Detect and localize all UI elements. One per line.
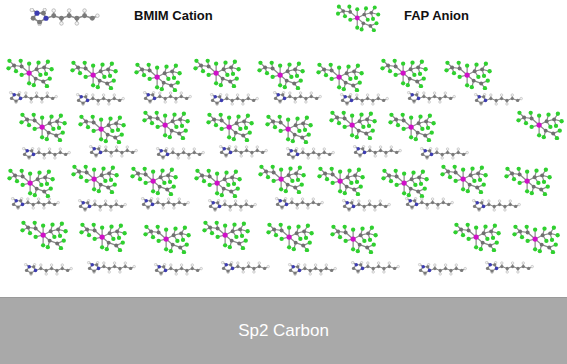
anion-molecule xyxy=(71,165,118,195)
anion-molecule xyxy=(381,169,428,199)
anion-molecule xyxy=(258,165,305,195)
substrate-band: Sp2 Carbon xyxy=(0,297,567,364)
anion-molecule xyxy=(134,63,181,93)
legend-label: BMIM Cation xyxy=(134,8,213,23)
anion-molecule xyxy=(257,61,304,91)
anion-molecule xyxy=(330,225,377,255)
cation-molecule xyxy=(340,93,388,105)
anion-molecule xyxy=(206,113,253,143)
anion-molecule xyxy=(388,113,435,143)
cation-molecule xyxy=(24,263,72,275)
cation-molecule xyxy=(11,197,59,209)
anion-molecule xyxy=(329,111,376,141)
cation-molecule xyxy=(89,145,137,157)
anion-molecule xyxy=(7,169,54,199)
anion-molecule xyxy=(512,225,559,255)
anion-molecule xyxy=(193,59,240,89)
cation-molecule xyxy=(208,199,256,211)
cation-molecule xyxy=(485,261,533,273)
cation-molecule xyxy=(30,8,99,26)
cation-molecule xyxy=(351,261,399,273)
cation-molecule xyxy=(9,91,57,103)
anion-molecule xyxy=(143,225,190,255)
cation-molecule xyxy=(342,199,390,211)
cation-molecule xyxy=(156,147,204,159)
anion-molecule xyxy=(79,223,126,253)
cation-molecule xyxy=(22,147,70,159)
anion-molecule xyxy=(316,63,363,93)
cation-molecule xyxy=(353,145,401,157)
anion-molecule xyxy=(380,59,427,89)
cation-molecule xyxy=(219,145,267,157)
cation-molecule xyxy=(405,197,453,209)
cation-molecule xyxy=(286,147,334,159)
anion-molecule xyxy=(70,61,117,91)
anion-molecule xyxy=(453,223,500,253)
anion-molecule xyxy=(19,113,66,143)
cation-molecule xyxy=(210,93,258,105)
anion-molecule xyxy=(265,115,312,145)
cation-molecule xyxy=(472,199,520,211)
cation-molecule xyxy=(474,93,522,105)
cation-molecule xyxy=(76,93,124,105)
legend-label: FAP Anion xyxy=(404,8,469,23)
cation-molecule xyxy=(275,197,323,209)
cation-molecule xyxy=(143,91,191,103)
cation-molecule xyxy=(78,199,126,211)
anion-molecule xyxy=(504,167,551,197)
anion-molecule xyxy=(78,115,125,145)
cation-molecule xyxy=(407,91,455,103)
anion-molecule xyxy=(317,167,364,197)
cation-molecule xyxy=(273,91,321,103)
anion-molecule xyxy=(336,5,380,33)
cation-molecule xyxy=(141,197,189,209)
anion-molecule xyxy=(266,223,313,253)
anion-molecule xyxy=(202,221,249,251)
cation-molecule xyxy=(420,147,468,159)
anion-molecule xyxy=(516,111,563,141)
anion-molecule xyxy=(142,111,189,141)
anion-molecule xyxy=(440,165,487,195)
anion-molecule xyxy=(444,61,491,91)
anion-molecule xyxy=(194,169,241,199)
cation-molecule xyxy=(154,263,202,275)
anion-molecule xyxy=(20,221,67,251)
anion-molecule xyxy=(6,59,53,89)
cation-molecule xyxy=(418,263,466,275)
anion-molecule xyxy=(130,167,177,197)
cation-molecule xyxy=(221,261,269,273)
cation-molecule xyxy=(288,263,336,275)
cation-molecule xyxy=(87,261,135,273)
substrate-label: Sp2 Carbon xyxy=(238,321,329,341)
